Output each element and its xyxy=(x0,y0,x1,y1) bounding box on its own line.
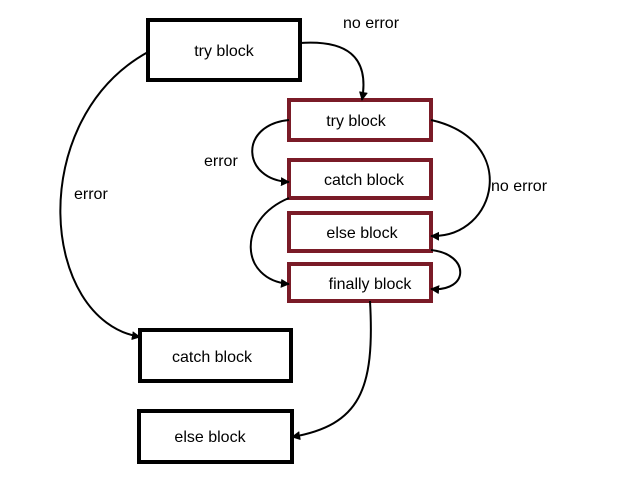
edge-inner-try-to-inner-else xyxy=(430,119,491,241)
edge-inner-catch-to-inner-finally xyxy=(249,197,290,288)
outer-else-label: else block xyxy=(174,429,246,446)
edge-outer-try-to-inner-try xyxy=(299,41,368,101)
inner-finally-block: finally block xyxy=(287,262,433,303)
inner-else-label: else block xyxy=(326,225,398,242)
edge-inner-else-to-inner-finally xyxy=(430,249,462,295)
edge-label-no-error-inner: no error xyxy=(491,178,548,195)
inner-catch-block: catch block xyxy=(287,158,433,200)
outer-else-block: else block xyxy=(137,409,294,464)
edge-label-no-error-top: no error xyxy=(343,15,400,32)
edge-inner-finally-to-outer-else xyxy=(291,300,372,441)
outer-try-block: try block xyxy=(146,18,302,82)
outer-try-label: try block xyxy=(194,43,255,60)
outer-catch-label: catch block xyxy=(172,349,253,366)
inner-else-block: else block xyxy=(287,211,433,253)
edge-label-error-outer: error xyxy=(74,186,108,203)
outer-catch-block: catch block xyxy=(138,328,293,383)
inner-finally-label: finally block xyxy=(329,276,413,293)
inner-try-block: try block xyxy=(287,98,433,142)
edge-label-error-inner: error xyxy=(204,153,238,170)
edge-outer-try-to-outer-catch xyxy=(59,51,149,341)
inner-catch-label: catch block xyxy=(324,172,405,189)
inner-try-label: try block xyxy=(326,113,387,130)
edge-inner-try-to-inner-catch xyxy=(251,119,290,187)
